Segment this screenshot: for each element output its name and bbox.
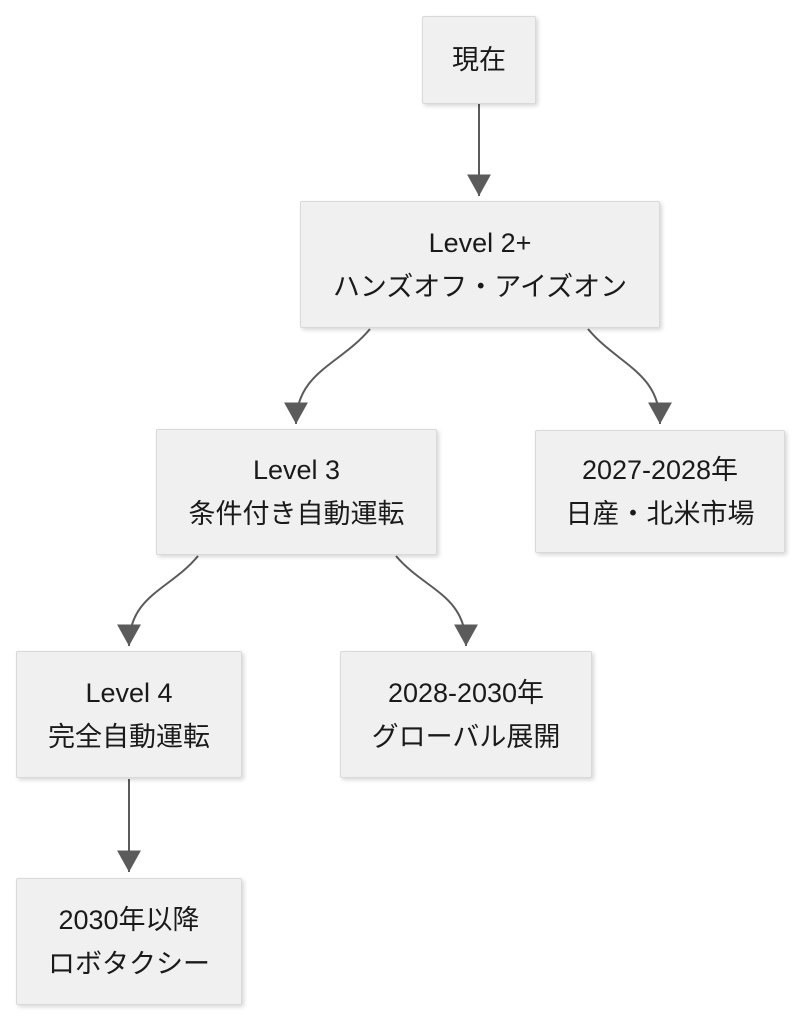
node-level2plus: Level 2+ ハンズオフ・アイズオン [300,201,660,328]
node-level2plus-line2: ハンズオフ・アイズオン [332,271,628,302]
node-robotaxi-line2: ロボタクシー [48,948,210,979]
node-level3-line2: 条件付き自動運転 [188,499,405,529]
node-level3: Level 3 条件付き自動運転 [156,429,437,555]
node-level4-line2: 完全自動運転 [48,721,210,752]
edge-level2-to-nissan [587,328,672,425]
node-level4-line1: Level 4 [85,677,173,708]
node-level2plus-line1: Level 2+ [428,227,532,258]
node-current: 現在 [422,16,536,104]
node-global-expansion: 2028-2030年 グローバル展開 [340,651,592,778]
node-nissan-north-america: 2027-2028年 日産・北米市場 [535,430,785,553]
node-robotaxi: 2030年以降 ロボタクシー [16,878,242,1005]
edge-level2-to-level3 [284,328,371,425]
node-level4: Level 4 完全自動運転 [16,651,242,778]
edge-level3-to-global [395,555,478,647]
node-global-line1: 2028-2030年 [387,677,545,708]
node-robotaxi-line1: 2030年以降 [58,904,200,935]
node-current-line1: 現在 [452,45,506,75]
node-nissan-line2: 日産・北米市場 [565,498,755,529]
node-global-line2: グローバル展開 [371,721,561,752]
node-level3-line1: Level 3 [252,455,341,485]
node-nissan-line1: 2027-2028年 [581,454,739,485]
edge-level3-to-level4 [117,555,199,647]
